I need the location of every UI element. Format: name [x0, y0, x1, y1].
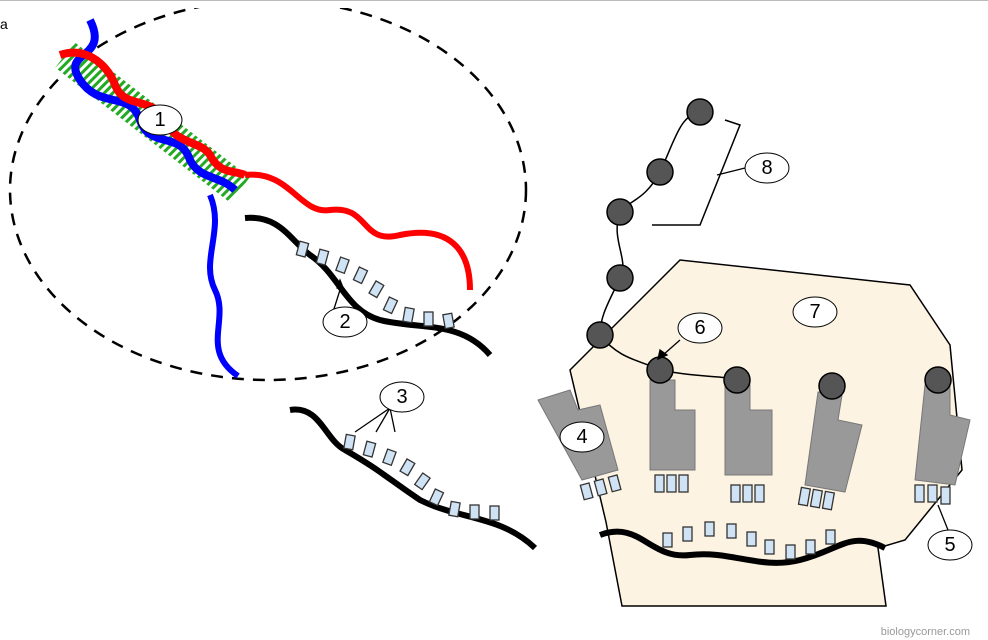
mrna-nucleus-bases: [295, 240, 455, 330]
svg-text:5: 5: [944, 534, 955, 556]
mrna-ribosome: [598, 528, 887, 566]
label-3: 3: [379, 381, 425, 413]
svg-text:4: 4: [576, 426, 587, 448]
label-4: 4: [559, 421, 605, 453]
mrna-nucleus: [244, 214, 493, 357]
trna-3: [724, 384, 773, 476]
trna-2: [649, 379, 696, 471]
top-border: [0, 0, 988, 1]
dna-red-strand: [244, 171, 473, 291]
watermark: biologycorner.com: [880, 626, 970, 638]
bracket-8: [652, 119, 741, 226]
svg-text:7: 7: [809, 301, 820, 323]
svg-text:6: 6: [694, 317, 705, 339]
label-8: 8: [744, 152, 790, 184]
svg-text:8: 8: [761, 157, 772, 179]
label-6: 6: [677, 312, 723, 344]
dna-helix: [55, 18, 250, 203]
label-1: 1: [137, 104, 183, 136]
svg-text:3: 3: [396, 386, 407, 408]
label-2: 2: [322, 306, 368, 338]
label-7: 7: [792, 296, 838, 328]
mrna-cytoplasm: [289, 406, 538, 551]
label-5: 5: [927, 529, 973, 561]
corner-text: a: [0, 16, 8, 32]
nucleus-boundary: [8, 8, 528, 382]
mrna-cytoplasm-bases: [343, 433, 500, 521]
amino-acids: [586, 98, 952, 400]
ribosome-mrna-bases: [662, 521, 836, 560]
pointer-lines: [332, 167, 949, 531]
anticodons: [579, 474, 951, 511]
dna-blue-strand: [207, 193, 240, 379]
svg-text:2: 2: [339, 311, 350, 333]
svg-text:1: 1: [154, 109, 165, 131]
